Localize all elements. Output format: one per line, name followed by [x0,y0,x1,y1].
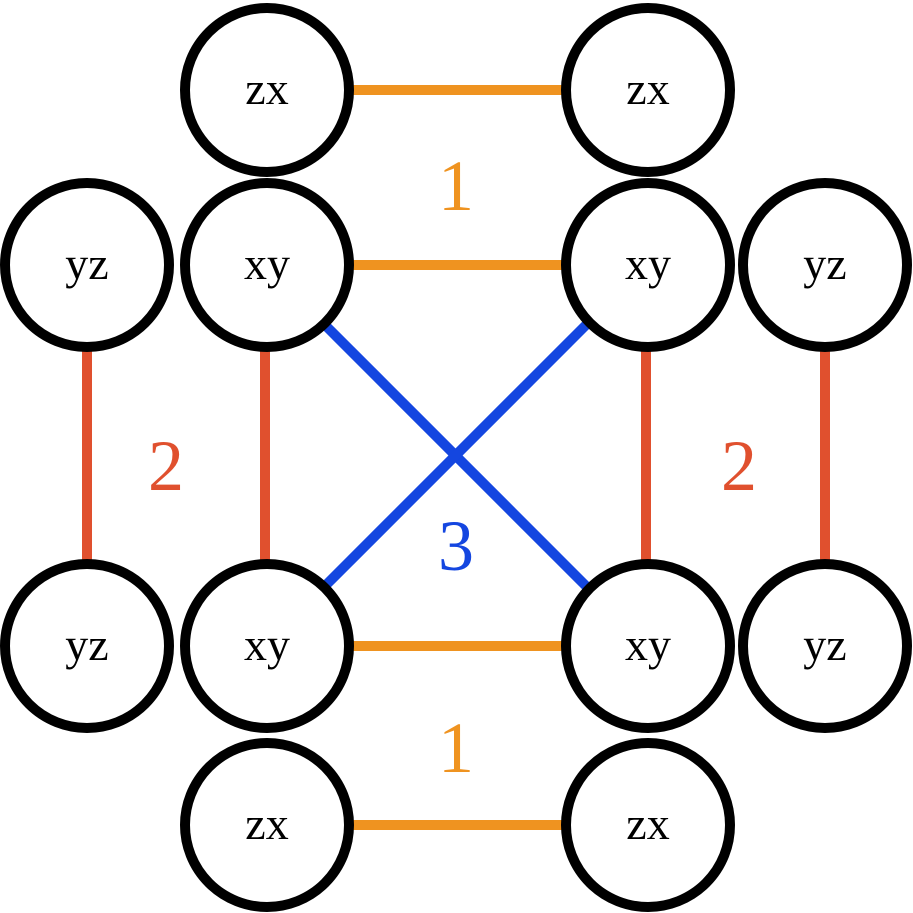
node-label: yz [65,619,108,670]
node-zx-bottom-left: zx [180,738,354,912]
node-yz-lower-right: yz [738,559,912,733]
edge-diagonal-up [318,318,593,593]
node-zx-bottom-right: zx [561,738,735,912]
edge-label-bottom: 1 [438,708,474,788]
edge-label-left: 2 [148,426,184,506]
node-label: zx [245,798,288,849]
node-label: zx [245,63,288,114]
node-zx-top-right: zx [561,3,735,177]
edge-label-right: 2 [721,426,757,506]
node-yz-upper-left: yz [0,178,174,352]
node-zx-top-left: zx [180,3,354,177]
node-label: zx [626,798,669,849]
node-label: yz [803,619,846,670]
node-label: yz [65,238,108,289]
node-xy-lower-left: xy [180,559,354,733]
node-xy-lower-right: xy [561,559,735,733]
node-label: xy [625,238,671,289]
edge-label-center: 3 [438,506,474,586]
node-xy-upper-right: xy [561,178,735,352]
node-label: xy [244,619,290,670]
edge-label-top: 1 [438,146,474,226]
node-xy-upper-left: xy [180,178,354,352]
node-label: yz [803,238,846,289]
node-yz-upper-right: yz [738,178,912,352]
node-label: zx [626,63,669,114]
node-yz-lower-left: yz [0,559,174,733]
node-label: xy [625,619,671,670]
node-label: xy [244,238,290,289]
